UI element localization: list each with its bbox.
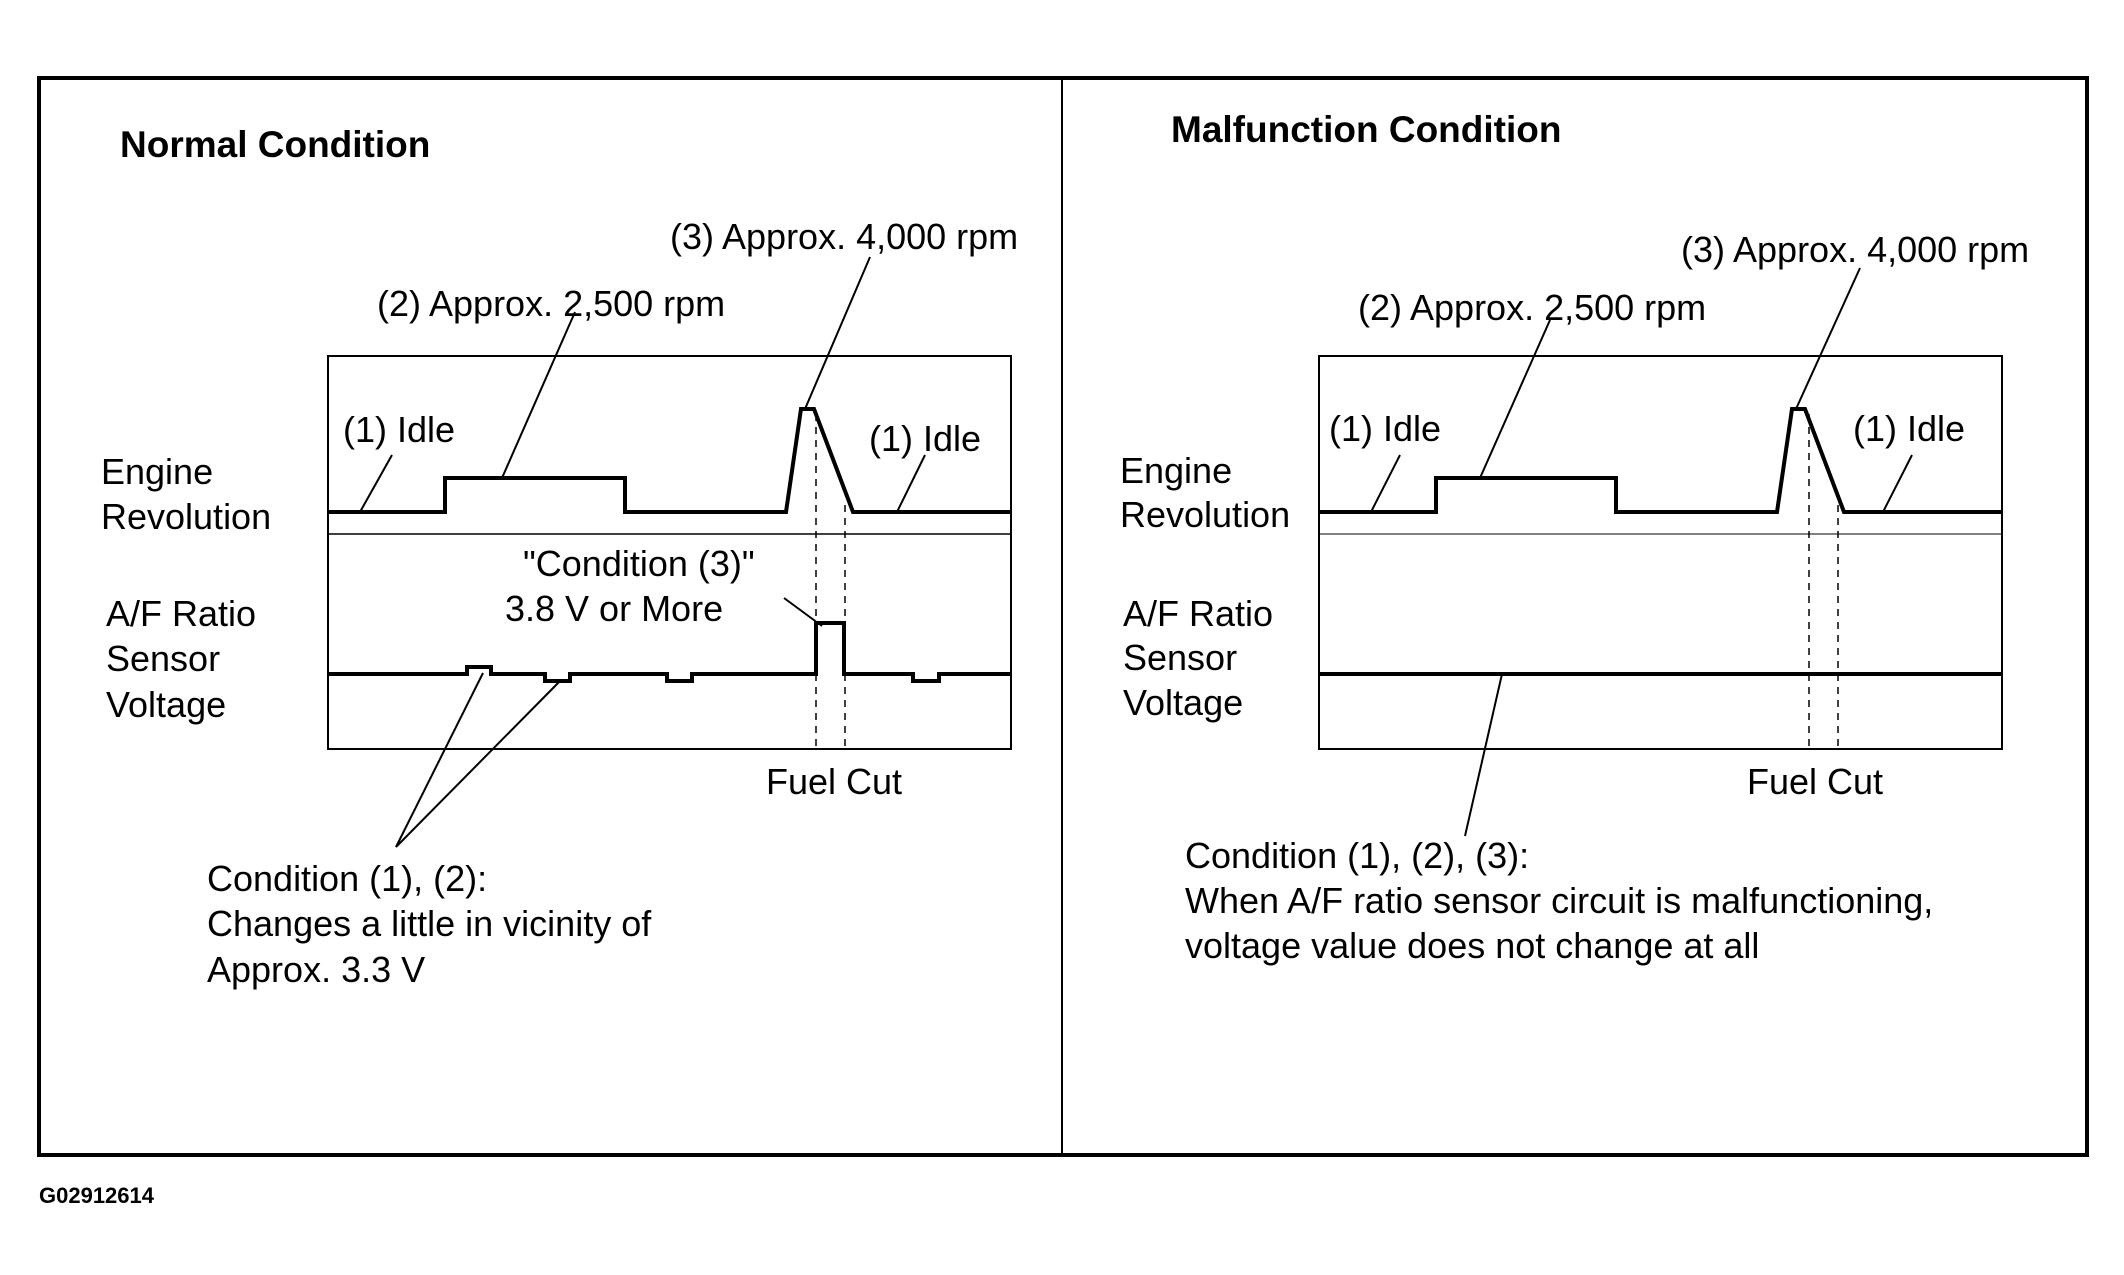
normal-leader-idle-right <box>896 454 926 513</box>
normal-af-voltage-trace <box>328 621 1011 683</box>
malfunction-label-rpm-2500: (2) Approx. 2,500 rpm <box>1358 287 1706 328</box>
malfunction-engine-revolution-trace <box>1319 407 2002 514</box>
normal-condition3-line2: 3.8 V or More <box>505 588 723 629</box>
normal-graph-box <box>327 355 1012 750</box>
malfunction-note-line1: Condition (1), (2), (3): <box>1185 835 1529 876</box>
normal-title: Normal Condition <box>120 124 430 165</box>
malfunction-leader-rpm-4000 <box>1795 267 1861 410</box>
normal-af-line1: A/F Ratio <box>106 593 256 634</box>
malfunction-graph-box <box>1318 355 2003 750</box>
malfunction-note-line3: voltage value does not change at all <box>1185 925 1759 966</box>
malfunction-title: Malfunction Condition <box>1171 109 1561 150</box>
normal-leader-note-a <box>395 672 484 848</box>
normal-note-line1: Condition (1), (2): <box>207 858 487 899</box>
normal-label-rpm-4000: (3) Approx. 4,000 rpm <box>670 216 1018 257</box>
normal-leader-condition3 <box>783 597 823 627</box>
normal-label-idle-left: (1) Idle <box>343 409 455 450</box>
malfunction-af-line1: A/F Ratio <box>1123 593 1273 634</box>
normal-leader-rpm-4000 <box>804 256 871 410</box>
normal-engine-revolution-trace <box>328 407 1011 514</box>
malfunction-label-idle-left: (1) Idle <box>1329 408 1441 449</box>
normal-af-line2: Sensor <box>106 638 220 679</box>
diagram-code: G02912614 <box>39 1183 155 1208</box>
malfunction-af-line2: Sensor <box>1123 637 1237 678</box>
malfunction-note-line2: When A/F ratio sensor circuit is malfunc… <box>1185 880 1933 921</box>
malfunction-leader-rpm-2500 <box>1479 319 1551 479</box>
normal-note-line3: Approx. 3.3 V <box>207 949 425 990</box>
normal-note-line2: Changes a little in vicinity of <box>207 903 652 944</box>
malfunction-label-idle-right: (1) Idle <box>1853 408 1965 449</box>
malfunction-engine-rev-line2: Revolution <box>1120 494 1290 535</box>
normal-leader-idle-left <box>359 454 393 513</box>
malfunction-leader-idle-right <box>1882 454 1913 513</box>
normal-af-line3: Voltage <box>106 684 226 725</box>
malfunction-panel: Malfunction Condition (3) Approx. 4,000 … <box>1120 109 2029 966</box>
normal-panel: Normal Condition (3) Approx. 4,000 rpm (… <box>101 124 1018 990</box>
malfunction-af-line3: Voltage <box>1123 682 1243 723</box>
normal-fuel-cut-label: Fuel Cut <box>766 761 902 802</box>
malfunction-engine-rev-line1: Engine <box>1120 450 1232 491</box>
normal-engine-rev-line1: Engine <box>101 451 213 492</box>
normal-engine-rev-line2: Revolution <box>101 496 271 537</box>
normal-label-rpm-2500: (2) Approx. 2,500 rpm <box>377 283 725 324</box>
normal-leader-note-b <box>395 679 562 848</box>
normal-leader-rpm-2500 <box>501 311 576 479</box>
normal-label-idle-right: (1) Idle <box>869 418 981 459</box>
malfunction-leader-idle-left <box>1370 454 1401 513</box>
malfunction-fuel-cut-label: Fuel Cut <box>1747 761 1883 802</box>
malfunction-leader-note <box>1464 673 1503 837</box>
normal-condition3-line1: "Condition (3)" <box>523 543 755 584</box>
malfunction-label-rpm-4000: (3) Approx. 4,000 rpm <box>1681 229 2029 270</box>
